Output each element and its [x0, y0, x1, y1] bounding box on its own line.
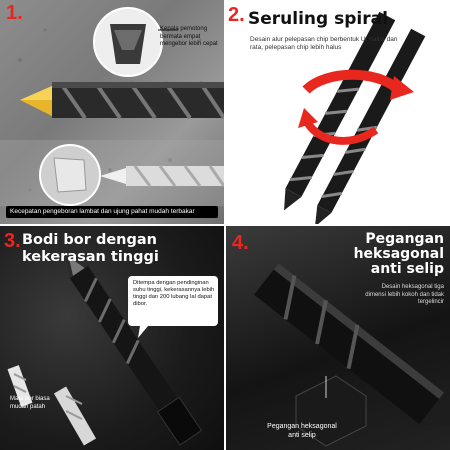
hardened-body-illustration [7, 252, 218, 446]
panel-title-line1: Bodi bor dengan [22, 232, 157, 248]
spiral-flute-illustration [284, 11, 426, 224]
hex-shank-label-line1: Pegangan heksagonal [267, 423, 337, 430]
hex-shank-label: Pegangan heksagonal anti selip [242, 422, 362, 440]
cutting-head-illustration [0, 7, 224, 218]
panel-title: Bodi bor dengan kekerasan tinggi [22, 232, 159, 266]
panel-title-line1: Pegangan [365, 231, 444, 247]
panel-title: Seruling spiral [248, 9, 388, 29]
panel-title: Pegangan heksagonal anti selip [354, 232, 444, 277]
hex-shank-label-line2: anti selip [288, 432, 316, 439]
panel-hex-shank: 4. Pegangan heksagonal anti selip Desain… [226, 226, 450, 450]
spiral-flute-description: Desain alur pelepasan chip berbentuk U, … [250, 36, 398, 51]
hardness-callout: Ditempa dengan pendinginan suhu tinggi, … [133, 280, 215, 307]
step-number: 4. [232, 232, 249, 254]
step-number: 3. [4, 230, 21, 252]
panel-cutting-head: 1. Kepala pemotong bermata empat mengebo… [0, 0, 224, 224]
step-number: 1. [6, 2, 23, 24]
panel-spiral-flute: 2. Seruling spiral Desain alur pelepasan… [226, 0, 450, 224]
hex-shank-description: Desain heksagonal tiga dimensi lebih kok… [365, 284, 444, 305]
step-number: 2. [228, 4, 245, 26]
panel-title-line2: kekerasan tinggi [22, 249, 159, 265]
cutting-head-callout: Kepala pemotong bermata empat mengebor l… [160, 26, 218, 47]
ordinary-bit-label: Mata bor biasa mudah patah [10, 396, 50, 410]
panel-title-line2: heksagonal [353, 246, 444, 262]
panel-title-line3: anti selip [370, 261, 444, 277]
panel-hardness: 3. Bodi bor dengan kekerasan tinggi Dite… [0, 226, 224, 450]
hex-shank-illustration [253, 263, 450, 447]
slow-drilling-caption: Kecepatan pengeboran lambat dan ujung pa… [10, 208, 195, 215]
